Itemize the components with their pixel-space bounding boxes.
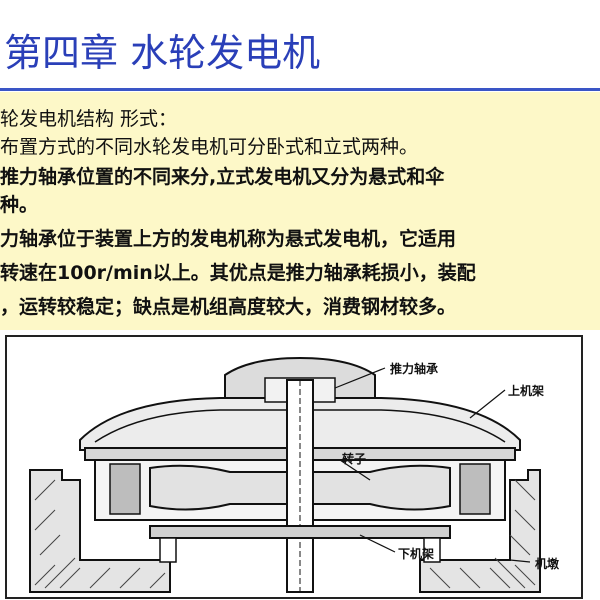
body-line-4: 种。 [0, 194, 39, 216]
lower-frame [149, 525, 451, 539]
label-upper-frame: 上机架 [508, 384, 545, 398]
diagram-frame [5, 335, 583, 599]
body-line-6: 转速在100r/min以上。其优点是推力轴承耗损小，装配 [0, 262, 476, 284]
body-line-7: ，运转较稳定；缺点是机组高度较大，消费钢材较多。 [0, 296, 457, 318]
label-rotor: 转子 [342, 452, 367, 466]
label-lower-frame: 下机架 [398, 547, 435, 561]
slide-title: 第四章 水轮发电机 [4, 31, 321, 75]
label-thrust-bearing: 推力轴承 [390, 362, 439, 376]
leader-lines [334, 367, 531, 563]
pier-hatching [34, 479, 536, 589]
label-pier: 机墩 [535, 557, 560, 571]
body-line-5: 力轴承位于装置上方的发电机称为悬式发电机，它适用 [0, 228, 457, 250]
title-bar: 第四章 水轮发电机 [0, 0, 600, 92]
body-line-3: 推力轴承位置的不同来分,立式发电机又分为悬式和伞 [0, 166, 445, 188]
lower-frame-leg-right [423, 537, 441, 563]
pier-left [29, 469, 171, 593]
body-panel [0, 92, 600, 332]
title-divider [0, 88, 600, 91]
generator-diagram: 推力轴承 上机架 转子 下机架 机墩 [0, 330, 600, 600]
body-line-1: 轮发电机结构 形式： [0, 108, 178, 130]
lower-frame-leg-left [159, 537, 177, 563]
generator-diagram-svg [5, 335, 583, 599]
coil-left [109, 463, 141, 515]
body-line-2: 布置方式的不同水轮发电机可分卧式和立式两种。 [0, 136, 419, 158]
coil-right [459, 463, 491, 515]
